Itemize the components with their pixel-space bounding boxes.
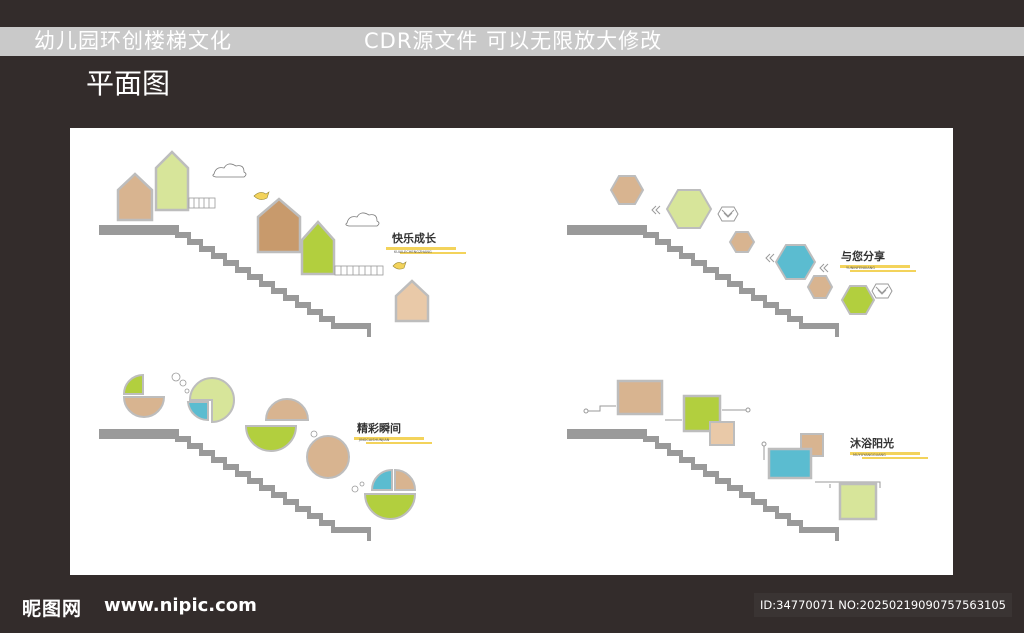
title-underline xyxy=(840,265,910,268)
half-circle-green xyxy=(363,493,417,520)
half-circle-tan xyxy=(264,398,310,421)
title-underline xyxy=(850,270,916,272)
panel-yunin-fenxiang: 与您分享 YUNINFENXIANG xyxy=(567,175,916,337)
hexagon-tan-small xyxy=(806,275,834,299)
cloud-icon xyxy=(345,212,380,227)
title-underline xyxy=(862,457,928,459)
bird-icon xyxy=(253,191,270,200)
hexagon-tan-small xyxy=(728,231,756,253)
chevron-down-icon xyxy=(717,206,739,222)
fence-icon xyxy=(334,265,384,276)
panel-jingcai-shunjian: 精彩瞬间 JINGCAISHUNJIAN xyxy=(99,372,432,541)
panel-subtitle: JINGCAISHUNJIAN xyxy=(358,438,390,442)
design-canvas: 快乐成长 KUAILECHENGZHANG xyxy=(70,128,953,575)
house-frame-light-green xyxy=(154,150,190,212)
frame-teal xyxy=(767,447,813,480)
title-underline xyxy=(366,442,432,444)
panel-kuaile-chengzhang: 快乐成长 KUAILECHENGZHANG xyxy=(99,150,466,337)
chevron-left-icon xyxy=(765,253,775,263)
header-banner: 幼儿园环创楼梯文化 CDR源文件 可以无限放大修改 xyxy=(0,27,1024,56)
hexagon-tan xyxy=(609,175,645,205)
circle-tan xyxy=(306,435,350,479)
frame-light-green xyxy=(838,482,878,521)
panel-muyu-yangguang: 沐浴阳光 MUYUYANGGUANG xyxy=(567,379,928,541)
panel-subtitle: YUNINFENXIANG xyxy=(846,266,875,270)
title-underline xyxy=(386,247,456,250)
house-frame-brown xyxy=(256,197,302,254)
title-underline xyxy=(354,437,424,440)
title-underline xyxy=(400,252,466,254)
staircase xyxy=(567,225,839,337)
half-circle-green xyxy=(244,425,298,452)
house-frame-green xyxy=(300,220,336,276)
site-logo: 昵图网 xyxy=(22,598,83,620)
house-frame-tan xyxy=(116,172,154,222)
header-subtitle: CDR源文件 可以无限放大修改 xyxy=(364,29,663,53)
hexagon-light-green xyxy=(665,189,713,229)
quarter-circle-teal xyxy=(186,401,209,422)
hexagon-teal xyxy=(774,244,817,280)
connector-line-icon xyxy=(665,407,751,421)
site-url: www.nipic.com xyxy=(104,595,257,616)
connector-line-icon xyxy=(583,405,616,414)
bird-icon xyxy=(392,261,407,270)
bubble-icon xyxy=(171,372,190,394)
chevron-left-icon xyxy=(651,205,661,215)
circle-segment-light-green xyxy=(188,377,235,424)
connector-line-icon xyxy=(815,481,881,488)
frame-tan xyxy=(616,379,664,416)
page-title: 平面图 xyxy=(86,67,171,100)
half-circle-tan xyxy=(122,396,166,418)
chevron-down-icon xyxy=(871,283,893,299)
panel-title: 与您分享 xyxy=(841,249,885,263)
title-underline xyxy=(850,452,920,455)
panel-title: 沐浴阳光 xyxy=(850,436,894,450)
chevron-left-icon xyxy=(819,263,829,273)
quarter-circle-green xyxy=(122,373,144,395)
hexagon-green xyxy=(840,285,876,315)
quarter-circle-teal xyxy=(370,468,393,491)
panel-subtitle: MUYUYANGGUANG xyxy=(853,453,886,457)
fence-icon xyxy=(188,197,216,209)
header-title: 幼儿园环创楼梯文化 xyxy=(34,29,232,53)
panel-subtitle: KUAILECHENGZHANG xyxy=(394,250,432,254)
bubble-icon xyxy=(351,481,365,493)
panel-title: 精彩瞬间 xyxy=(357,421,401,435)
frame-pale xyxy=(709,421,735,446)
image-id-label: ID:34770071 NO:20250219090757563105 xyxy=(754,593,1012,617)
connector-line-icon xyxy=(761,441,767,460)
staircase xyxy=(567,429,839,541)
panel-title: 快乐成长 xyxy=(391,231,437,245)
house-frame-pale xyxy=(394,279,430,323)
quarter-circle-tan xyxy=(394,468,417,491)
cloud-icon xyxy=(212,163,247,178)
